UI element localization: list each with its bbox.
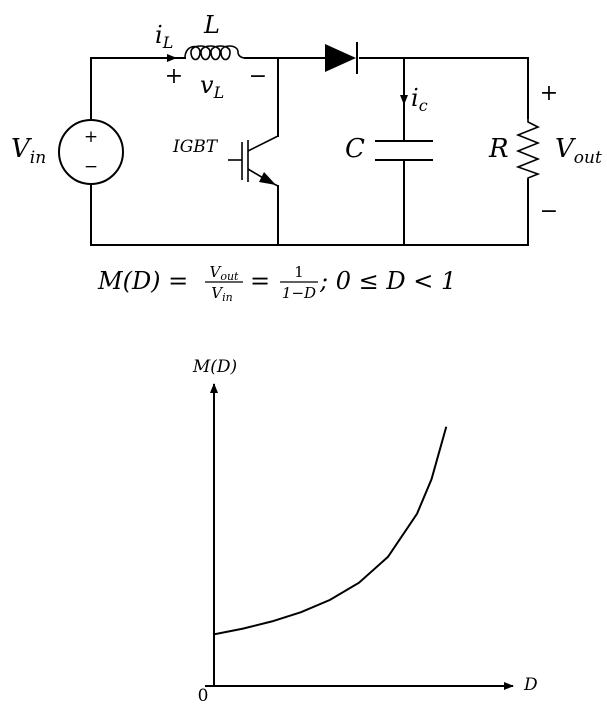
voltage-source-plus: +	[84, 127, 98, 147]
inductor-current-label: iL	[155, 21, 173, 52]
wires	[90, 57, 529, 246]
igbt-emitter-arrow	[259, 172, 276, 185]
circuit: + − Vin L iL + vL − IGBT	[11, 11, 602, 246]
inductor: L iL + vL −	[155, 11, 267, 102]
voltage-source-minus: −	[84, 157, 98, 177]
igbt-label: IGBT	[172, 137, 219, 157]
plot-x-axis-label: D	[523, 675, 538, 695]
transfer-equation: M(D) = Vout Vin = 1 1−D ; 0 ≤ D < 1	[97, 263, 456, 304]
equation-lhs: M(D) =	[97, 267, 188, 295]
capacitor-label: C	[345, 134, 365, 164]
resistor-label: R	[488, 134, 509, 164]
igbt-collector	[247, 135, 279, 152]
output-voltage-label: Vout	[555, 134, 602, 168]
output-minus: −	[540, 199, 558, 224]
equation-condition: ; 0 ≤ D < 1	[319, 267, 456, 295]
wire-top-right	[359, 57, 529, 119]
plot-origin-label: 0	[198, 686, 209, 706]
resistor-zigzag	[515, 118, 541, 180]
equation-frac2-denominator: 1−D	[282, 284, 316, 302]
equation-frac2-numerator: 1	[294, 263, 304, 281]
transfer-plot: M(D) D 0	[192, 357, 538, 706]
inductor-plus: +	[165, 64, 183, 89]
equation-equals-2: =	[250, 267, 270, 295]
plot-y-axis-label: M(D)	[192, 357, 237, 377]
output-plus: +	[540, 81, 558, 106]
voltage-source-circle	[58, 119, 124, 185]
equation-frac1-denominator: Vin	[211, 284, 232, 304]
capacitor-current-label: ic	[411, 84, 428, 115]
equation-frac1-numerator: Vout	[210, 263, 240, 283]
diode	[325, 42, 358, 74]
diode-triangle	[325, 44, 356, 72]
inductor-label: L	[203, 11, 220, 39]
resistor: R + Vout −	[488, 81, 602, 224]
inductor-coil	[184, 45, 246, 61]
igbt-switch: IGBT	[172, 135, 279, 187]
inductor-minus: −	[249, 64, 267, 89]
vin-label: Vin	[11, 134, 46, 168]
voltage-source: + − Vin	[11, 119, 124, 185]
wire-bottom	[90, 179, 529, 246]
plot-curve-series-1	[212, 426, 448, 636]
capacitor: C ic	[345, 84, 433, 164]
inductor-voltage-label: vL	[200, 71, 224, 102]
